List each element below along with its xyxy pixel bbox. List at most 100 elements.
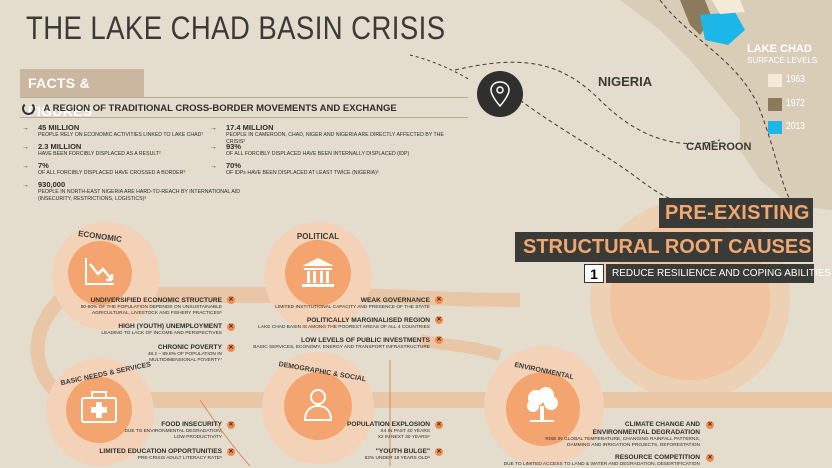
item-text: LOW PRODUCTIVITY [174,435,222,440]
map-region [620,0,832,210]
fact-text: PEOPLE RELY ON ECONOMIC ACTIVITIES LINKE… [38,132,204,138]
item-title: HIGH (YOUTH) UNEMPLOYMENT [118,323,222,330]
arrow-icon: → [210,163,217,170]
x-bullet-icon: ✕ [227,421,235,429]
arrow-icon: → [22,125,29,132]
lake-2013 [700,12,745,45]
x-bullet-icon: ✕ [227,344,235,352]
political-item: LOW LEVELS OF PUBLIC INVESTMENTS BASIC S… [253,337,430,351]
basic-needs-item: FOOD INSECURITY DUE TO ENVIRONMENTAL DEG… [124,421,222,441]
environmental-item: RESOURCE COMPETITION DUE TO LIMITED ACCE… [504,454,700,468]
x-bullet-icon: ✕ [227,448,235,456]
fact-value: 45 MILLION [38,123,80,132]
legend-label: 1972 [786,98,805,109]
fact-item: → 17.4 MILLION PEOPLE IN CAMEROON, CHAD,… [210,124,460,146]
facts-figures-tag: FACTS & FIGURES [20,69,144,119]
item-title: RESOURCE COMPETITION [615,454,700,461]
item-text: LIMITED INSTITUTIONAL CAPACITY AND PRESE… [275,305,430,310]
reduce-resilience-label: REDUCE RESILIENCE AND COPING ABILITIES [606,264,831,283]
item-text: RISE IN GLOBAL TEMPERATURE, CHANGING RAI… [545,437,700,442]
item-title: "YOUTH BULGE" [375,448,430,455]
item-text: 80-90% OF THE POPULATION DEPENDS ON UNSU… [80,305,222,310]
route-line [409,54,471,81]
item-text: MULTIDIMENSIONAL POVERTY⁷ [149,358,222,363]
arrow-icon: → [210,125,217,132]
item-title: UNDIVERSIFIED ECONOMIC STRUCTURE [90,297,222,304]
arrow-icon: → [22,163,29,170]
item-text: LEADING TO LACK OF INCOME AND PERSPECTIV… [101,331,222,336]
arrow-icon: → [22,144,29,151]
x-bullet-icon: ✕ [435,336,443,344]
cycle-icon [22,102,35,116]
lake-1963 [712,0,745,14]
political-item: WEAK GOVERNANCE LIMITED INSTITUTIONAL CA… [275,297,430,311]
banner-pre-existing: PRE-EXISTING [659,198,813,228]
legend-swatch-2013 [768,121,782,134]
fact-value: 70% [226,161,242,170]
item-text: BASIC SERVICES, ECONOMY, ENERGY AND TRAN… [253,345,430,350]
fact-value: 930,000 [38,180,66,189]
x-bullet-icon: ✕ [435,448,443,456]
item-title: WEAK GOVERNANCE [360,297,430,304]
person-icon [303,389,333,421]
item-text: DUE TO ENVIRONMENTAL DEGRADATION, [124,429,222,434]
item-text: DAMMING AND IRRIGATION PROJECTS, DEFORES… [567,443,700,448]
item-text: X4 IN PAST 40 YEARS [380,429,430,434]
chart-down-icon [85,258,114,285]
divider [20,117,468,118]
facts-subtitle-row: A REGION OF TRADITIONAL CROSS-BORDER MOV… [22,100,397,116]
basic-needs-item: LIMITED EDUCATION OPPORTUNITIES PRE-CRIS… [99,448,222,462]
fact-value: 7% [38,161,49,170]
item-title: POPULATION EXPLOSION [346,421,430,428]
fact-text: PEOPLE IN NORTH-EAST NIGERIA ARE HARD-TO… [38,189,240,202]
item-text: X2 IN NEXT 30 YEARS⁹ [377,435,430,440]
fact-item: → 93% OF ALL FORCIBLY DISPLACED HAVE BEE… [210,143,420,158]
item-title: LIMITED EDUCATION OPPORTUNITIES [99,448,222,455]
fact-text: OF ALL FORCIBLY DISPLACED HAVE BEEN INTE… [226,151,410,157]
x-bullet-icon: ✕ [706,421,714,429]
first-aid-kit-icon [81,391,117,423]
item-title: CHRONIC POVERTY [157,344,222,351]
thin-line [199,399,251,466]
x-bullet-icon: ✕ [435,296,443,304]
item-title: FOOD INSECURITY [161,421,222,428]
economic-item: HIGH (YOUTH) UNEMPLOYMENT LEADING TO LAC… [101,323,222,337]
dead-tree-icon [527,387,558,422]
legend-label: 1963 [786,74,805,85]
arrow-icon: → [22,182,29,189]
flow-band [418,334,502,361]
legend-title: LAKE CHAD [747,43,812,55]
environmental-item: CLIMATE CHANGE AND ENVIRONMENTAL DEGRADA… [545,421,700,449]
location-pin-icon [477,71,523,117]
legend-swatch-1963 [768,74,782,87]
item-title: ENVIRONMENTAL DEGRADATION [592,429,700,436]
facts-subtitle: A REGION OF TRADITIONAL CROSS-BORDER MOV… [43,103,397,115]
fact-text: OF IDPs HAVE BEEN DISPLACED AT LEAST TWI… [226,170,380,176]
banner-structural-root-causes: STRUCTURAL ROOT CAUSES [515,232,813,262]
border-line-2 [519,99,691,206]
page-title: THE LAKE CHAD BASIN CRISIS [26,10,446,46]
item-title: LOW LEVELS OF PUBLIC INVESTMENTS [301,337,430,344]
fact-item: → 70% OF IDPs HAVE BEEN DISPLACED AT LEA… [210,162,420,177]
x-bullet-icon: ✕ [227,296,235,304]
divider [20,97,468,98]
legend-label: 2013 [786,121,805,132]
x-bullet-icon: ✕ [227,323,235,331]
fact-value: 2.3 MILLION [38,142,82,151]
map-label-nigeria: NIGERIA [598,74,653,89]
item-text: PRE-CRISIS ADULT LITERACY RATE⁸ [137,456,222,461]
category-label-political: POLITICAL [296,232,340,241]
legend-subtitle: SURFACE LEVELS [747,56,818,65]
item-text: DUE TO LIMITED ACCESS TO LAND & WATER AN… [503,462,700,467]
fact-text: OF ALL FORCIBLY DISPLACED HAVE CROSSED A… [38,170,186,176]
fact-text: PEOPLE IN CAMEROON, CHAD, NIGER AND NIGE… [226,132,444,145]
legend-swatch-1972 [768,98,782,111]
step-number-badge: 1 [584,264,604,283]
demographic-item: POPULATION EXPLOSION X4 IN PAST 40 YEARS… [347,421,430,441]
x-bullet-icon: ✕ [706,454,714,462]
x-bullet-icon: ✕ [435,421,443,429]
border-line [454,61,721,145]
fact-item: → 930,000 PEOPLE IN NORTH-EAST NIGERIA A… [22,181,262,203]
fact-text: HAVE BEEN FORCIBLY DISPLACED AS A RESULT… [38,151,161,157]
government-building-icon [302,258,334,287]
